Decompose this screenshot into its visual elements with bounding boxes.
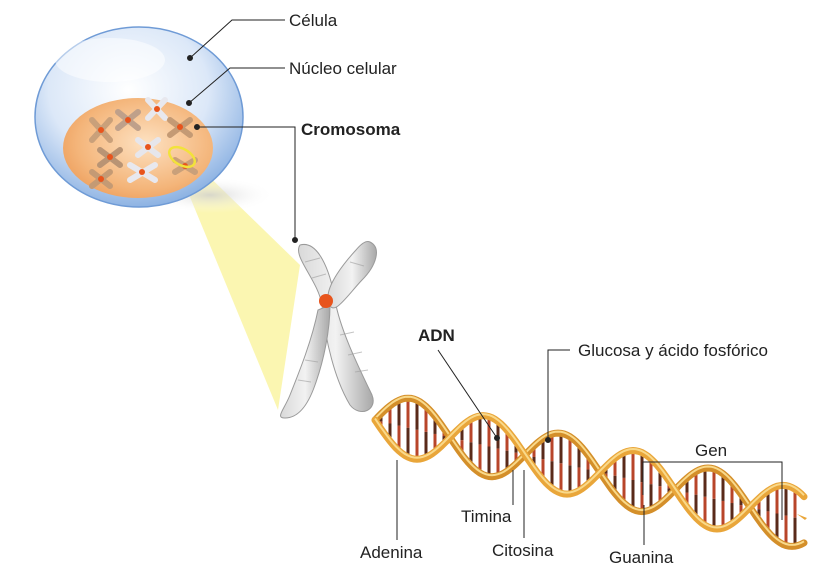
centromere	[319, 294, 333, 308]
label-guanine: Guanina	[609, 548, 674, 567]
dna-leader	[437, 349, 498, 439]
label-adenine: Adenina	[360, 543, 423, 562]
nucleus	[63, 97, 213, 198]
gene-leader	[642, 461, 783, 520]
label-gene: Gen	[695, 441, 727, 460]
cell-leader	[189, 19, 285, 59]
label-thymine: Timina	[461, 507, 512, 526]
dna-helix	[371, 394, 808, 550]
zoom-cone	[178, 158, 300, 410]
dna-tail	[797, 514, 807, 520]
label-cell: Célula	[289, 11, 338, 30]
label-nucleus: Núcleo celular	[289, 59, 397, 78]
label-chromosome: Cromosoma	[301, 120, 401, 139]
chromosome-leader	[197, 126, 296, 240]
dna-strand-back-highlight	[374, 395, 805, 546]
leader-lines	[186, 19, 783, 545]
nucleus-leader	[188, 67, 285, 104]
chromosome	[280, 241, 377, 419]
sugar-phosphate-leader	[547, 349, 570, 440]
dna-strand-front-highlight	[374, 413, 805, 529]
highlighted-chromosome	[167, 145, 197, 169]
dna-strand-front	[371, 412, 808, 533]
label-sugar-phosphate: Glucosa y ácido fosfórico	[578, 341, 768, 360]
label-cytosine: Citosina	[492, 541, 554, 560]
label-dna: ADN	[418, 326, 455, 345]
